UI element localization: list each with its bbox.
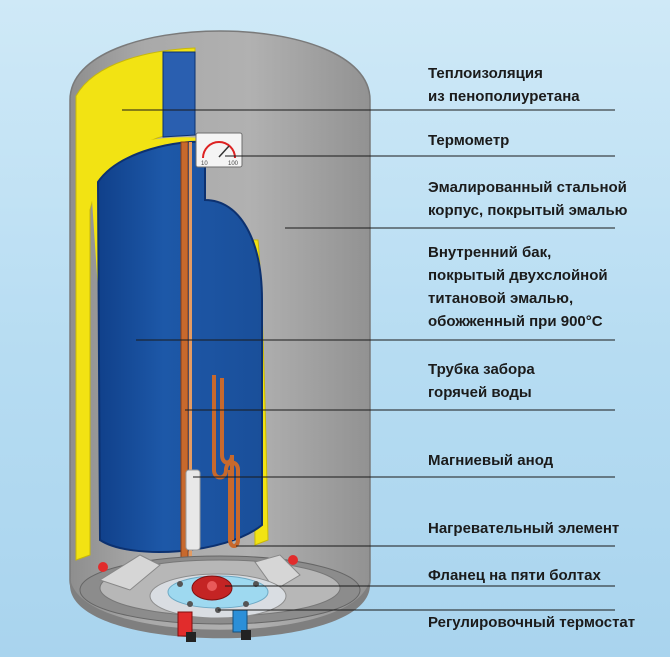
label-flange: Фланец на пяти болтах xyxy=(428,567,601,584)
label-inner-tank: Внутренний бак, покрытый двухслойной тит… xyxy=(428,244,608,330)
label-body: Эмалированный стальной корпус, покрытый … xyxy=(428,179,628,219)
label-thermostat: Регулировочный термостат xyxy=(428,614,636,631)
regulating-thermostat xyxy=(191,575,233,601)
label-anode: Магниевый анод xyxy=(428,452,554,469)
thermometer-dial xyxy=(195,132,243,168)
magnesium-anode xyxy=(185,469,201,551)
thermometer-scale-min: 10 xyxy=(201,161,208,167)
leader-lines xyxy=(122,109,615,611)
label-hot-water-pipe: Трубка забора горячей воды xyxy=(428,361,535,401)
label-insulation: Теплоизоляция из пенополиуретана xyxy=(428,65,580,105)
label-thermometer: Термометр xyxy=(428,132,510,149)
label-heating-element: Нагревательный элемент xyxy=(428,520,620,537)
water-connectors xyxy=(98,555,298,642)
thermometer-scale-max: 100 xyxy=(228,161,239,167)
